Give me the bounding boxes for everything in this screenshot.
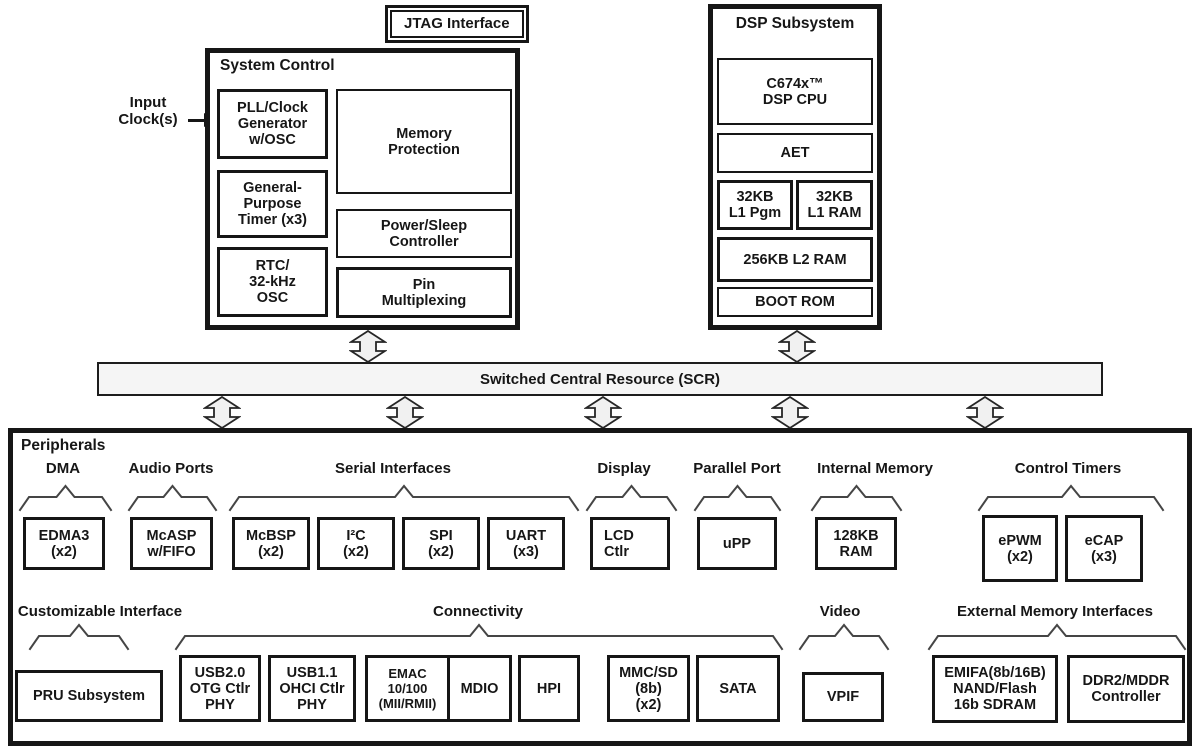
group-label-external-memory-interfaces: External Memory Interfaces bbox=[957, 603, 1153, 620]
block-mmcsd: MMC/SD (8b) (x2) bbox=[607, 655, 690, 722]
brace-dma bbox=[18, 484, 113, 512]
group-label-control-timers: Control Timers bbox=[1014, 460, 1122, 477]
jtag-interface-box: JTAG Interface bbox=[385, 5, 529, 43]
block-edma3: EDMA3 (x2) bbox=[23, 517, 105, 570]
brace-shape bbox=[693, 484, 782, 512]
brace-parallel-port bbox=[693, 484, 782, 512]
block-mcasp: McASP w/FIFO bbox=[130, 517, 213, 570]
brace-shape bbox=[810, 484, 903, 512]
block-uart: UART (x3) bbox=[487, 517, 565, 570]
brace-shape bbox=[585, 484, 678, 512]
group-label-parallel-port: Parallel Port bbox=[693, 460, 781, 477]
block-sata: SATA bbox=[696, 655, 780, 722]
scr-label: Switched Central Resource (SCR) bbox=[479, 370, 721, 388]
brace-internal-memory bbox=[810, 484, 903, 512]
block-ddr2-mddr: DDR2/MDDR Controller bbox=[1067, 655, 1185, 723]
brace-shape bbox=[977, 484, 1165, 512]
group-label-display: Display bbox=[597, 460, 651, 477]
brace-video bbox=[798, 623, 890, 651]
dsp-subsystem-title: DSP Subsystem bbox=[735, 15, 855, 32]
bus-arrow-scr-peripherals-4 bbox=[769, 395, 811, 430]
double-arrow-icon bbox=[776, 329, 818, 364]
block-dsp-cpu: C674x™ DSP CPU bbox=[717, 58, 873, 125]
group-label-dma: DMA bbox=[45, 460, 81, 477]
block-mcbsp: McBSP (x2) bbox=[232, 517, 310, 570]
group-label-customizable-interface: Customizable Interface bbox=[17, 603, 183, 620]
block-emac: EMAC 10/100 (MII/RMII) bbox=[368, 658, 450, 719]
block-upp: uPP bbox=[697, 517, 777, 570]
block-spi: SPI (x2) bbox=[402, 517, 480, 570]
brace-customizable-interface bbox=[28, 623, 130, 651]
dsp-subsystem-box: DSP Subsystem C674x™ DSP CPU AET 32KB L1… bbox=[708, 4, 882, 330]
bus-arrow-system-control-scr bbox=[347, 329, 389, 364]
group-label-connectivity: Connectivity bbox=[432, 603, 524, 620]
bus-arrow-scr-peripherals-3 bbox=[582, 395, 624, 430]
bus-arrow-scr-peripherals-5 bbox=[964, 395, 1006, 430]
brace-connectivity bbox=[174, 623, 784, 651]
double-arrow-icon bbox=[201, 395, 243, 430]
brace-display bbox=[585, 484, 678, 512]
block-i2c: I²C (x2) bbox=[317, 517, 395, 570]
brace-shape bbox=[927, 623, 1187, 651]
block-pll-clock-generator: PLL/Clock Generator w/OSC bbox=[217, 89, 328, 159]
brace-shape bbox=[28, 623, 130, 651]
double-arrow-icon bbox=[769, 395, 811, 430]
block-l1-ram: 32KB L1 RAM bbox=[796, 180, 873, 230]
double-arrow-icon bbox=[582, 395, 624, 430]
group-label-internal-memory: Internal Memory bbox=[817, 460, 933, 477]
block-lcd-ctlr: LCD Ctlr bbox=[590, 517, 670, 570]
block-usb20: USB2.0 OTG Ctlr PHY bbox=[179, 655, 261, 722]
peripherals-title: Peripherals bbox=[21, 437, 106, 454]
input-clock-arrow-line bbox=[188, 119, 205, 122]
group-label-audio-ports: Audio Ports bbox=[128, 460, 214, 477]
block-boot-rom: BOOT ROM bbox=[717, 287, 873, 317]
block-ecap: eCAP (x3) bbox=[1065, 515, 1143, 582]
brace-control-timers bbox=[977, 484, 1165, 512]
brace-shape bbox=[18, 484, 113, 512]
block-gp-timer: General- Purpose Timer (x3) bbox=[217, 170, 328, 238]
brace-shape bbox=[798, 623, 890, 651]
system-control-title: System Control bbox=[220, 57, 335, 74]
jtag-interface-label: JTAG Interface bbox=[390, 10, 524, 38]
block-pin-multiplexing: Pin Multiplexing bbox=[336, 267, 512, 318]
block-l1-pgm: 32KB L1 Pgm bbox=[717, 180, 793, 230]
block-vpif: VPIF bbox=[802, 672, 884, 722]
brace-audio-ports bbox=[127, 484, 218, 512]
bus-arrow-scr-peripherals-1 bbox=[201, 395, 243, 430]
block-128kb-ram: 128KB RAM bbox=[815, 517, 897, 570]
double-arrow-icon bbox=[347, 329, 389, 364]
brace-serial-interfaces bbox=[228, 484, 580, 512]
block-l2-ram: 256KB L2 RAM bbox=[717, 237, 873, 282]
brace-external-memory-interfaces bbox=[927, 623, 1187, 651]
block-aet: AET bbox=[717, 133, 873, 173]
block-pru-subsystem: PRU Subsystem bbox=[15, 670, 163, 722]
brace-shape bbox=[228, 484, 580, 512]
block-memory-protection: Memory Protection bbox=[336, 89, 512, 194]
peripherals-box: Peripherals DMA Audio Ports Serial Inter… bbox=[8, 428, 1192, 746]
bus-arrow-scr-peripherals-2 bbox=[384, 395, 426, 430]
block-emifa: EMIFA(8b/16B) NAND/Flash 16b SDRAM bbox=[932, 655, 1058, 723]
brace-shape bbox=[127, 484, 218, 512]
scr-bar: Switched Central Resource (SCR) bbox=[97, 362, 1103, 396]
brace-shape bbox=[174, 623, 784, 651]
block-rtc-osc: RTC/ 32-kHz OSC bbox=[217, 247, 328, 317]
system-control-box: System Control PLL/Clock Generator w/OSC… bbox=[205, 48, 520, 330]
double-arrow-icon bbox=[384, 395, 426, 430]
block-epwm: ePWM (x2) bbox=[982, 515, 1058, 582]
group-label-video: Video bbox=[819, 603, 861, 620]
block-power-sleep-controller: Power/Sleep Controller bbox=[336, 209, 512, 258]
block-mdio: MDIO bbox=[460, 680, 499, 697]
input-clock-label: Input Clock(s) bbox=[118, 94, 178, 128]
block-usb11: USB1.1 OHCI Ctlr PHY bbox=[268, 655, 356, 722]
double-arrow-icon bbox=[964, 395, 1006, 430]
block-emac-mdio: EMAC 10/100 (MII/RMII) MDIO bbox=[365, 655, 512, 722]
bus-arrow-dsp-scr bbox=[776, 329, 818, 364]
group-label-serial-interfaces: Serial Interfaces bbox=[335, 460, 451, 477]
block-hpi: HPI bbox=[518, 655, 580, 722]
